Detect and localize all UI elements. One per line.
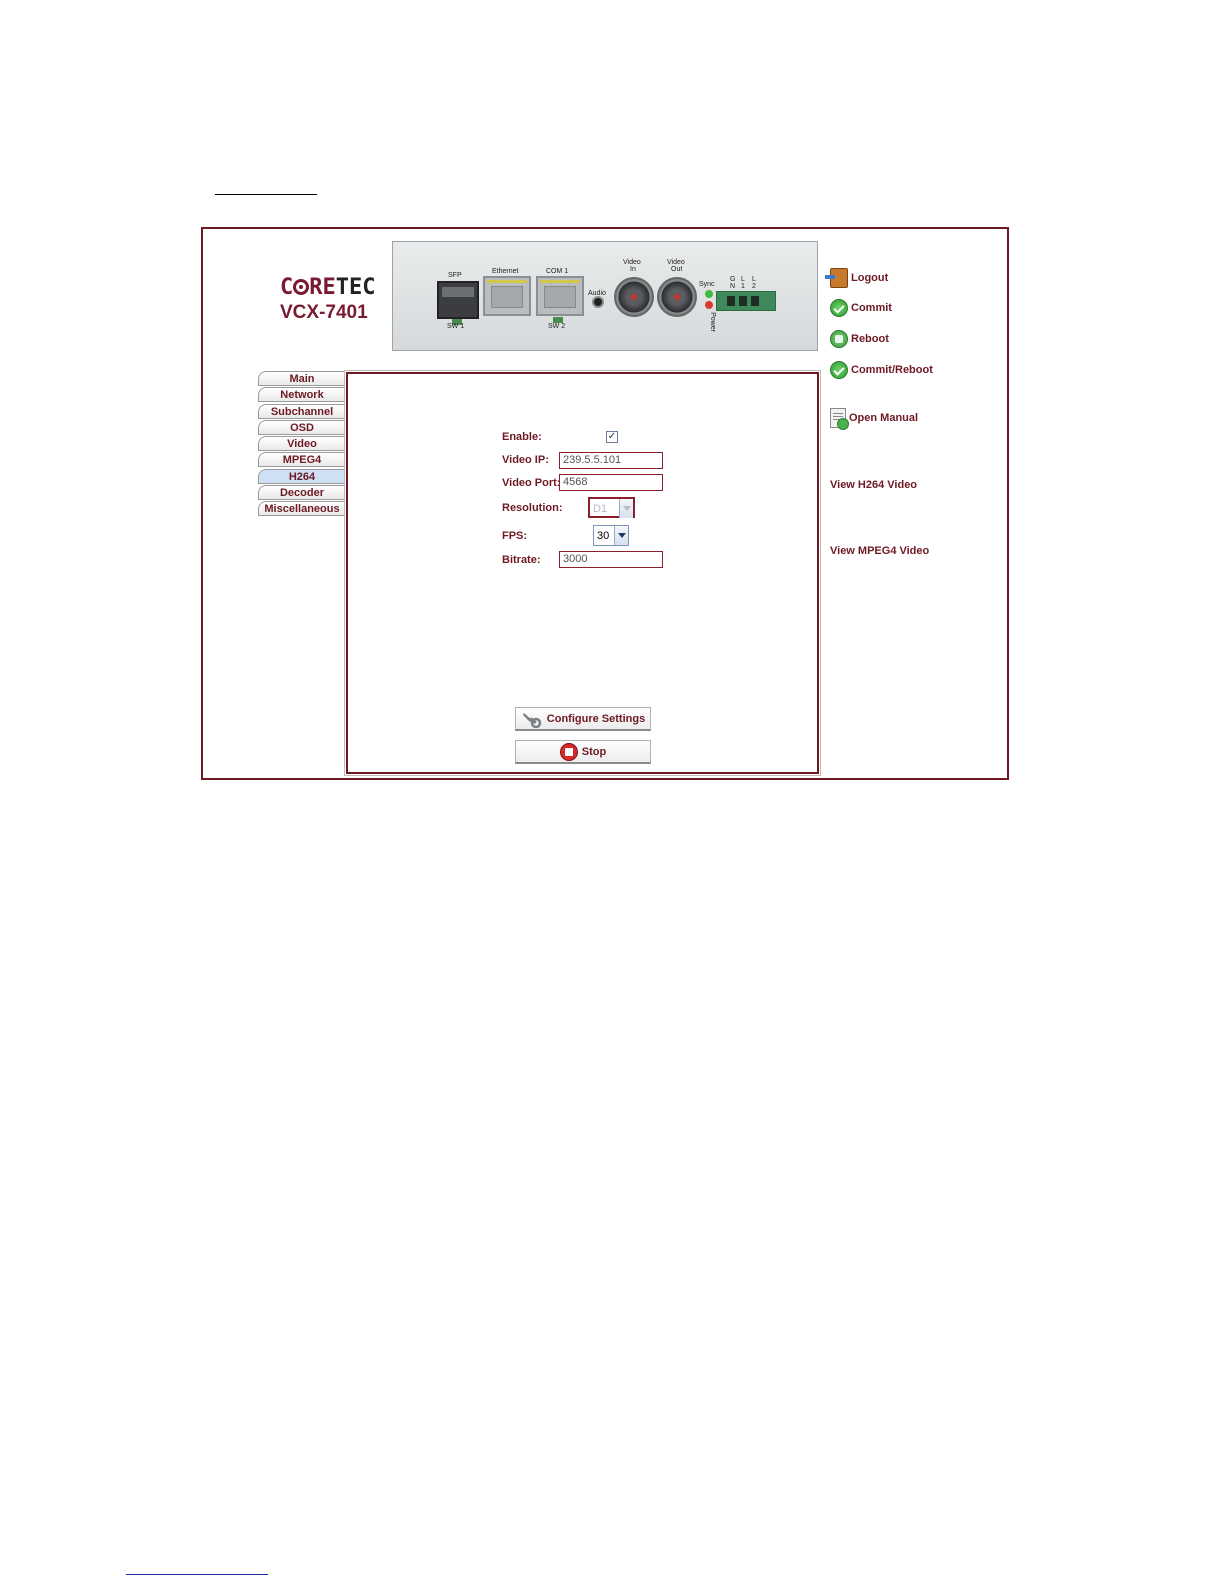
reboot-link[interactable]: Reboot (830, 330, 889, 348)
terminal-2-label: 2 (752, 283, 756, 290)
video-in-label-1: Video (623, 259, 641, 266)
view-h264-video-link[interactable]: View H264 Video (830, 479, 917, 491)
stop-label: Stop (581, 745, 607, 758)
terminal-g-label: G (730, 276, 736, 283)
view-h264-video-label: View H264 Video (830, 479, 918, 491)
sync-label: Sync (699, 281, 715, 288)
header-rule (215, 194, 317, 195)
open-manual-link[interactable]: Open Manual (830, 408, 919, 430)
tab-network[interactable]: Network (258, 387, 345, 403)
sfp-label: SFP (448, 272, 462, 279)
resolution-select[interactable]: D1 (588, 497, 635, 518)
bitrate-input[interactable]: 3000 (559, 551, 663, 568)
sw2-switch (553, 317, 563, 323)
view-mpeg4-video-link[interactable]: View MPEG4 Video (830, 545, 929, 557)
stop-icon (559, 742, 578, 761)
sync-led (705, 290, 713, 298)
power-led (705, 301, 713, 309)
ethernet-label: Ethernet (492, 268, 519, 275)
tab-main[interactable]: Main (258, 371, 345, 386)
resolution-value: D1 (593, 503, 608, 515)
sw1-switch (452, 319, 462, 325)
logout-label: Logout (851, 272, 889, 284)
commit-reboot-label: Commit/Reboot (851, 364, 933, 376)
view-mpeg4-video-label: View MPEG4 Video (830, 545, 930, 557)
ethernet-port (483, 276, 531, 316)
tab-miscellaneous[interactable]: Miscellaneous (258, 501, 345, 517)
commit-link[interactable]: Commit (830, 299, 892, 317)
tab-subchannel[interactable]: Subchannel (258, 403, 345, 419)
tab-osd[interactable]: OSD (258, 419, 345, 435)
terminal-pin (751, 296, 759, 306)
video-out-connector (657, 277, 697, 317)
video-ip-label: Video IP: (502, 454, 549, 466)
tab-h264[interactable]: H264 (258, 468, 345, 484)
wrench-icon (522, 712, 542, 728)
device-model: VCX-7401 (280, 302, 368, 323)
terminal-1-label: 1 (741, 283, 745, 290)
stop-button[interactable]: Stop (515, 740, 651, 764)
audio-label: Audio (588, 290, 606, 297)
audio-jack (592, 296, 604, 308)
sfp-port (437, 281, 479, 319)
commit-label: Commit (851, 302, 892, 314)
video-in-connector (614, 277, 654, 317)
logout-link[interactable]: Logout (825, 268, 889, 288)
reboot-icon (830, 330, 848, 348)
commit-reboot-link[interactable]: Commit/Reboot (830, 361, 933, 379)
open-manual-label: Open Manual (849, 412, 919, 424)
configure-settings-label: Configure Settings (546, 712, 646, 725)
video-ip-input[interactable]: 239.5.5.101 (559, 452, 663, 469)
check-icon (830, 299, 848, 317)
footer-link-rule (126, 1574, 268, 1575)
logout-icon (825, 268, 848, 288)
settings-tabs: Main Network Subchannel OSD Video MPEG4 … (258, 371, 345, 518)
tab-mpeg4[interactable]: MPEG4 (258, 452, 345, 468)
manual-icon (830, 408, 849, 430)
power-label: Power (708, 312, 716, 332)
com1-port (536, 276, 584, 316)
enable-label: Enable: (502, 431, 542, 443)
fps-select[interactable]: 30 (593, 525, 629, 546)
sw1-label: SW 1 (447, 323, 465, 330)
video-out-label-2: Out (671, 266, 683, 273)
terminal-l2-label: L (752, 276, 756, 283)
chevron-down-icon (619, 499, 633, 518)
terminal-pin (727, 296, 735, 306)
power-terminal (716, 291, 776, 311)
video-port-input[interactable]: 4568 (559, 474, 663, 491)
fps-label: FPS: (502, 530, 528, 542)
video-in-label-2: In (630, 266, 636, 273)
check-icon (830, 361, 848, 379)
bitrate-label: Bitrate: (502, 554, 541, 566)
tab-decoder[interactable]: Decoder (258, 485, 345, 501)
tab-video[interactable]: Video (258, 436, 345, 452)
logo-o-icon (293, 279, 310, 295)
reboot-label: Reboot (851, 333, 889, 345)
logo-tec: TEC (335, 275, 376, 300)
terminal-pin (739, 296, 747, 306)
video-port-label: Video Port: (502, 477, 561, 489)
video-out-label-1: Video (667, 259, 685, 266)
terminal-n-label: N (730, 283, 736, 290)
resolution-label: Resolution: (502, 502, 563, 514)
com1-label: COM 1 (546, 268, 569, 275)
sw2-label: SW 2 (548, 323, 566, 330)
terminal-l1-label: L (741, 276, 745, 283)
fps-value: 30 (597, 530, 610, 542)
chevron-down-icon (614, 526, 628, 545)
configure-settings-button[interactable]: Configure Settings (515, 707, 651, 731)
enable-checkbox[interactable]: ✓ (606, 431, 618, 443)
